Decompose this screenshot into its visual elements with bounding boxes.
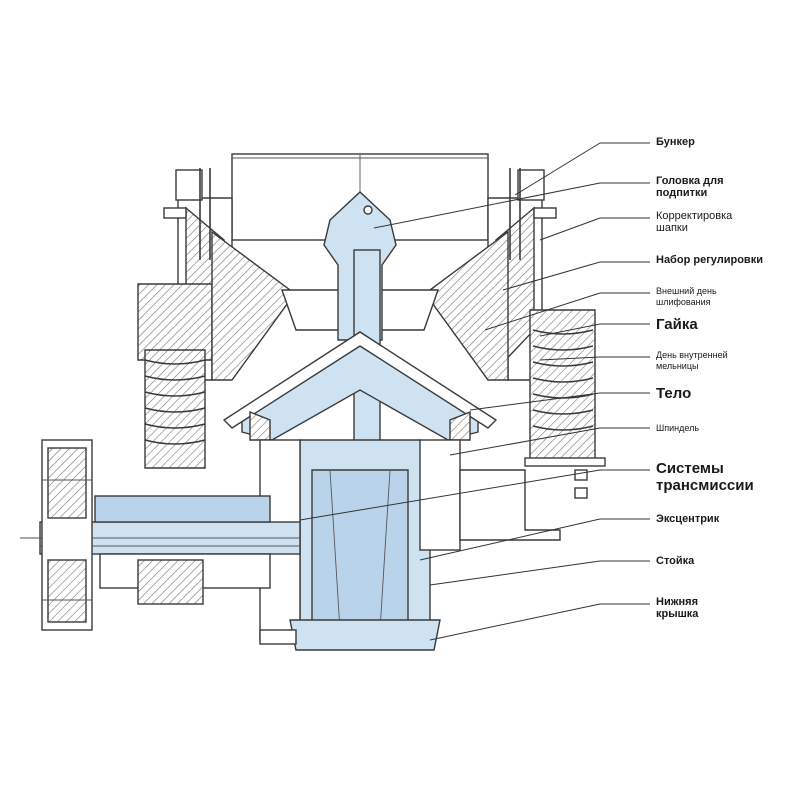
label-body: Тело: [656, 385, 692, 402]
label-nut: Гайка: [656, 316, 698, 333]
pulley: [41, 439, 93, 631]
spring-left: [144, 359, 206, 445]
leader-lines: [299, 142, 650, 641]
bottom-cover-shape: [259, 619, 441, 651]
label-adjust-set: Набор регулировки: [656, 254, 763, 266]
label-bottom-cover: Нижняя крышка: [656, 596, 699, 620]
label-transmission: Системы трансмиссии: [656, 460, 754, 494]
frame-lower-right: [459, 469, 588, 541]
label-hopper: Бункер: [656, 136, 695, 148]
label-feed-head: Головка для подпитки: [656, 175, 724, 199]
label-spindle: Шпиндель: [656, 423, 700, 433]
label-rack: Стойка: [656, 555, 695, 567]
label-cap-adjust: Корректировка шапки: [656, 210, 733, 234]
label-outer-liner: Внешний день шлифования: [656, 286, 717, 307]
label-inner-liner: День внутренней мельницы: [656, 350, 728, 371]
label-eccentric: Эксцентрик: [656, 513, 720, 525]
